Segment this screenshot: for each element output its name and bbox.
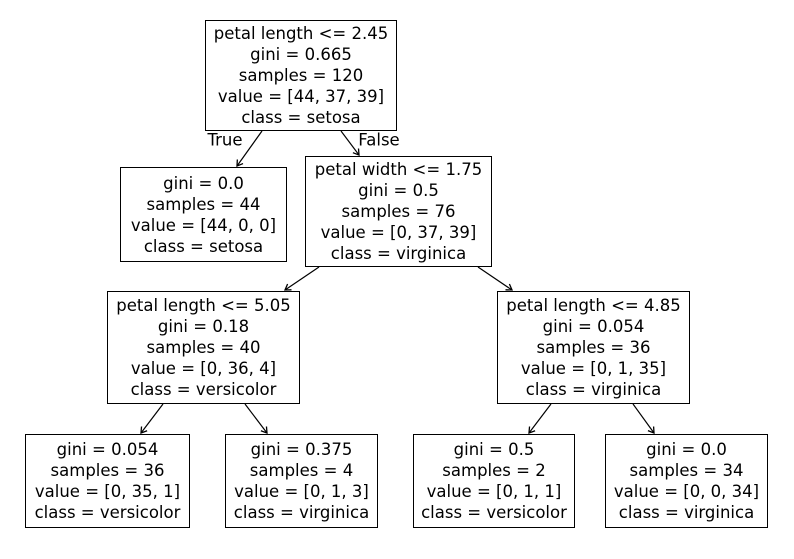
tree-node-leaf-virginica-34: gini = 0.0 samples = 34 value = [0, 0, 3… bbox=[605, 434, 768, 528]
edge-pl485-to-leaf4 bbox=[632, 403, 655, 434]
node-samples: samples = 76 bbox=[341, 202, 456, 221]
edge-root-to-petal-width bbox=[340, 130, 360, 156]
node-class: class = setosa bbox=[143, 236, 264, 256]
tree-node-petal-width-split: petal width <= 1.75 gini = 0.5 samples =… bbox=[305, 156, 492, 267]
edge-label-false: False bbox=[358, 130, 400, 150]
tree-node-petal-length-505-split: petal length <= 5.05 gini = 0.18 samples… bbox=[107, 291, 300, 404]
tree-node-petal-length-485-split: petal length <= 4.85 gini = 0.054 sample… bbox=[497, 291, 690, 404]
node-gini: gini = 0.665 bbox=[250, 45, 352, 64]
node-samples: samples = 2 bbox=[442, 461, 546, 480]
node-split-condition: petal length <= 5.05 bbox=[116, 296, 291, 315]
node-class: class = virginica bbox=[525, 380, 662, 399]
edge-pl505-to-leaf2 bbox=[244, 403, 268, 434]
node-class: class = virginica bbox=[233, 503, 370, 522]
edge-label-true: True bbox=[207, 130, 243, 150]
node-value: value = [44, 37, 39] bbox=[217, 87, 385, 106]
node-samples: samples = 36 bbox=[50, 461, 165, 480]
node-value: value = [0, 36, 4] bbox=[130, 359, 277, 378]
tree-node-leaf-virginica-4: gini = 0.375 samples = 4 value = [0, 1, … bbox=[225, 434, 378, 528]
node-class: class = versicolor bbox=[34, 503, 181, 522]
node-value: value = [44, 0, 0] bbox=[130, 215, 277, 235]
node-gini: gini = 0.0 bbox=[646, 440, 727, 459]
node-samples: samples = 4 bbox=[249, 461, 354, 480]
edge-pl505-to-leaf1 bbox=[140, 403, 164, 434]
edge-petal-width-to-pl485 bbox=[477, 266, 514, 291]
node-class: class = setosa bbox=[241, 108, 361, 127]
node-value: value = [0, 37, 39] bbox=[320, 223, 477, 242]
node-samples: samples = 34 bbox=[629, 461, 744, 480]
node-samples: samples = 120 bbox=[238, 66, 364, 85]
edge-petal-width-to-pl505 bbox=[283, 266, 320, 291]
node-split-condition: petal length <= 2.45 bbox=[213, 24, 389, 43]
node-samples: samples = 36 bbox=[536, 338, 651, 357]
node-samples: samples = 44 bbox=[146, 194, 261, 214]
tree-node-setosa-leaf: gini = 0.0 samples = 44 value = [44, 0, … bbox=[120, 167, 287, 262]
node-value: value = [0, 35, 1] bbox=[34, 482, 181, 501]
node-class: class = virginica bbox=[330, 244, 467, 263]
edge-pl485-to-leaf3 bbox=[528, 403, 552, 434]
tree-node-leaf-versicolor-2: gini = 0.5 samples = 2 value = [0, 1, 1]… bbox=[413, 434, 575, 528]
tree-node-root: petal length <= 2.45 gini = 0.665 sample… bbox=[205, 20, 397, 131]
node-split-condition: petal width <= 1.75 bbox=[314, 160, 483, 179]
node-class: class = versicolor bbox=[421, 503, 567, 522]
node-value: value = [0, 1, 3] bbox=[234, 482, 369, 501]
node-gini: gini = 0.18 bbox=[157, 317, 250, 336]
node-class: class = versicolor bbox=[130, 380, 277, 399]
node-gini: gini = 0.5 bbox=[453, 440, 535, 459]
node-gini: gini = 0.054 bbox=[542, 317, 645, 336]
node-value: value = [0, 1, 1] bbox=[426, 482, 562, 501]
node-samples: samples = 40 bbox=[146, 338, 261, 357]
node-gini: gini = 0.0 bbox=[163, 173, 244, 193]
node-value: value = [0, 1, 35] bbox=[520, 359, 667, 378]
tree-node-leaf-versicolor-36: gini = 0.054 samples = 36 value = [0, 35… bbox=[25, 434, 190, 528]
node-split-condition: petal length <= 4.85 bbox=[506, 296, 681, 315]
node-value: value = [0, 0, 34] bbox=[613, 482, 760, 501]
node-class: class = virginica bbox=[618, 503, 755, 522]
node-gini: gini = 0.5 bbox=[358, 181, 439, 200]
node-gini: gini = 0.054 bbox=[56, 440, 159, 459]
node-gini: gini = 0.375 bbox=[250, 440, 353, 459]
